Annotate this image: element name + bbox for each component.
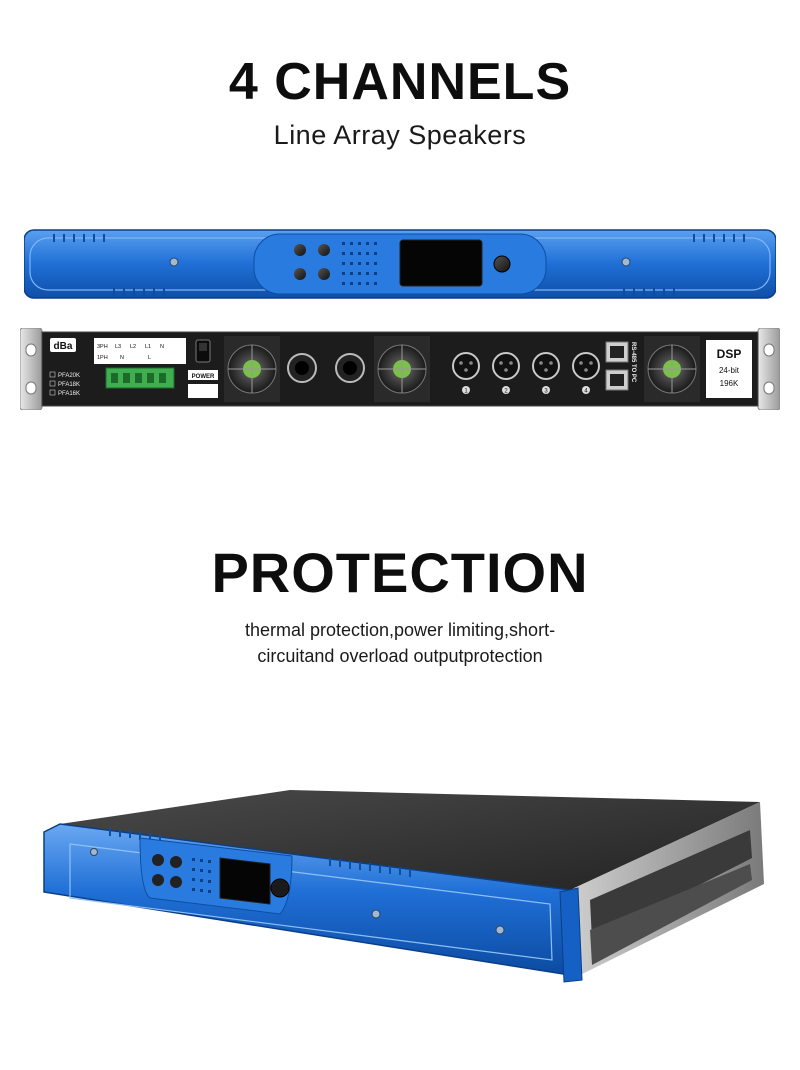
screw-icon — [495, 925, 505, 935]
svg-text:PFA20K: PFA20K — [58, 373, 80, 379]
rotary-encoder-knob[interactable] — [493, 255, 511, 273]
amplifier-perspective-view — [43, 790, 764, 983]
led-indicator-grid — [192, 858, 211, 893]
rotary-encoder-knob[interactable] — [270, 878, 290, 898]
channels-subheading: Line Array Speakers — [273, 120, 527, 150]
svg-text:PFA16K: PFA16K — [58, 391, 80, 397]
dsp-rate-label: 196K — [720, 379, 739, 388]
svg-text:L: L — [148, 355, 151, 361]
screw-icon — [621, 257, 631, 267]
svg-text:L2: L2 — [130, 344, 136, 350]
network-label: RS-485 TO PC — [630, 342, 636, 383]
screw-icon — [169, 257, 179, 267]
protection-description-line1: thermal protection,power limiting,short- — [244, 620, 556, 640]
svg-text:N: N — [160, 344, 164, 350]
svg-text:4: 4 — [584, 389, 588, 395]
svg-text:L1: L1 — [145, 344, 151, 350]
amplifier-rear-panel: dBa PFA20K PFA18K PFA16K 3PH L3 L2 L1 N … — [20, 328, 780, 410]
dsp-bits-label: 24-bit — [719, 366, 740, 375]
amplifier-front-panel — [24, 229, 776, 299]
dsp-label: DSP — [717, 347, 742, 361]
channels-heading: 4 CHANNELS — [228, 53, 572, 111]
screw-icon — [371, 909, 381, 919]
svg-text:1: 1 — [464, 389, 468, 395]
control-buttons[interactable] — [152, 854, 182, 888]
lcd-display — [399, 239, 483, 287]
screw-icon — [90, 848, 98, 856]
svg-text:1PH: 1PH — [97, 355, 108, 361]
protection-heading: PROTECTION — [211, 541, 589, 604]
svg-text:2: 2 — [504, 389, 508, 395]
svg-text:3PH: 3PH — [97, 344, 108, 350]
led-indicator-grid — [342, 242, 377, 285]
control-buttons[interactable] — [294, 244, 330, 280]
svg-text:L3: L3 — [115, 344, 121, 350]
svg-text:N: N — [120, 355, 124, 361]
svg-text:PFA18K: PFA18K — [58, 382, 80, 388]
brand-logo: dBa — [54, 341, 73, 352]
power-label: POWER — [192, 374, 215, 380]
xlr-input-connectors[interactable] — [452, 352, 600, 380]
svg-text:3: 3 — [544, 389, 548, 395]
protection-description-line2: circuitand overload outputprotection — [257, 646, 543, 666]
lcd-display — [219, 857, 271, 905]
